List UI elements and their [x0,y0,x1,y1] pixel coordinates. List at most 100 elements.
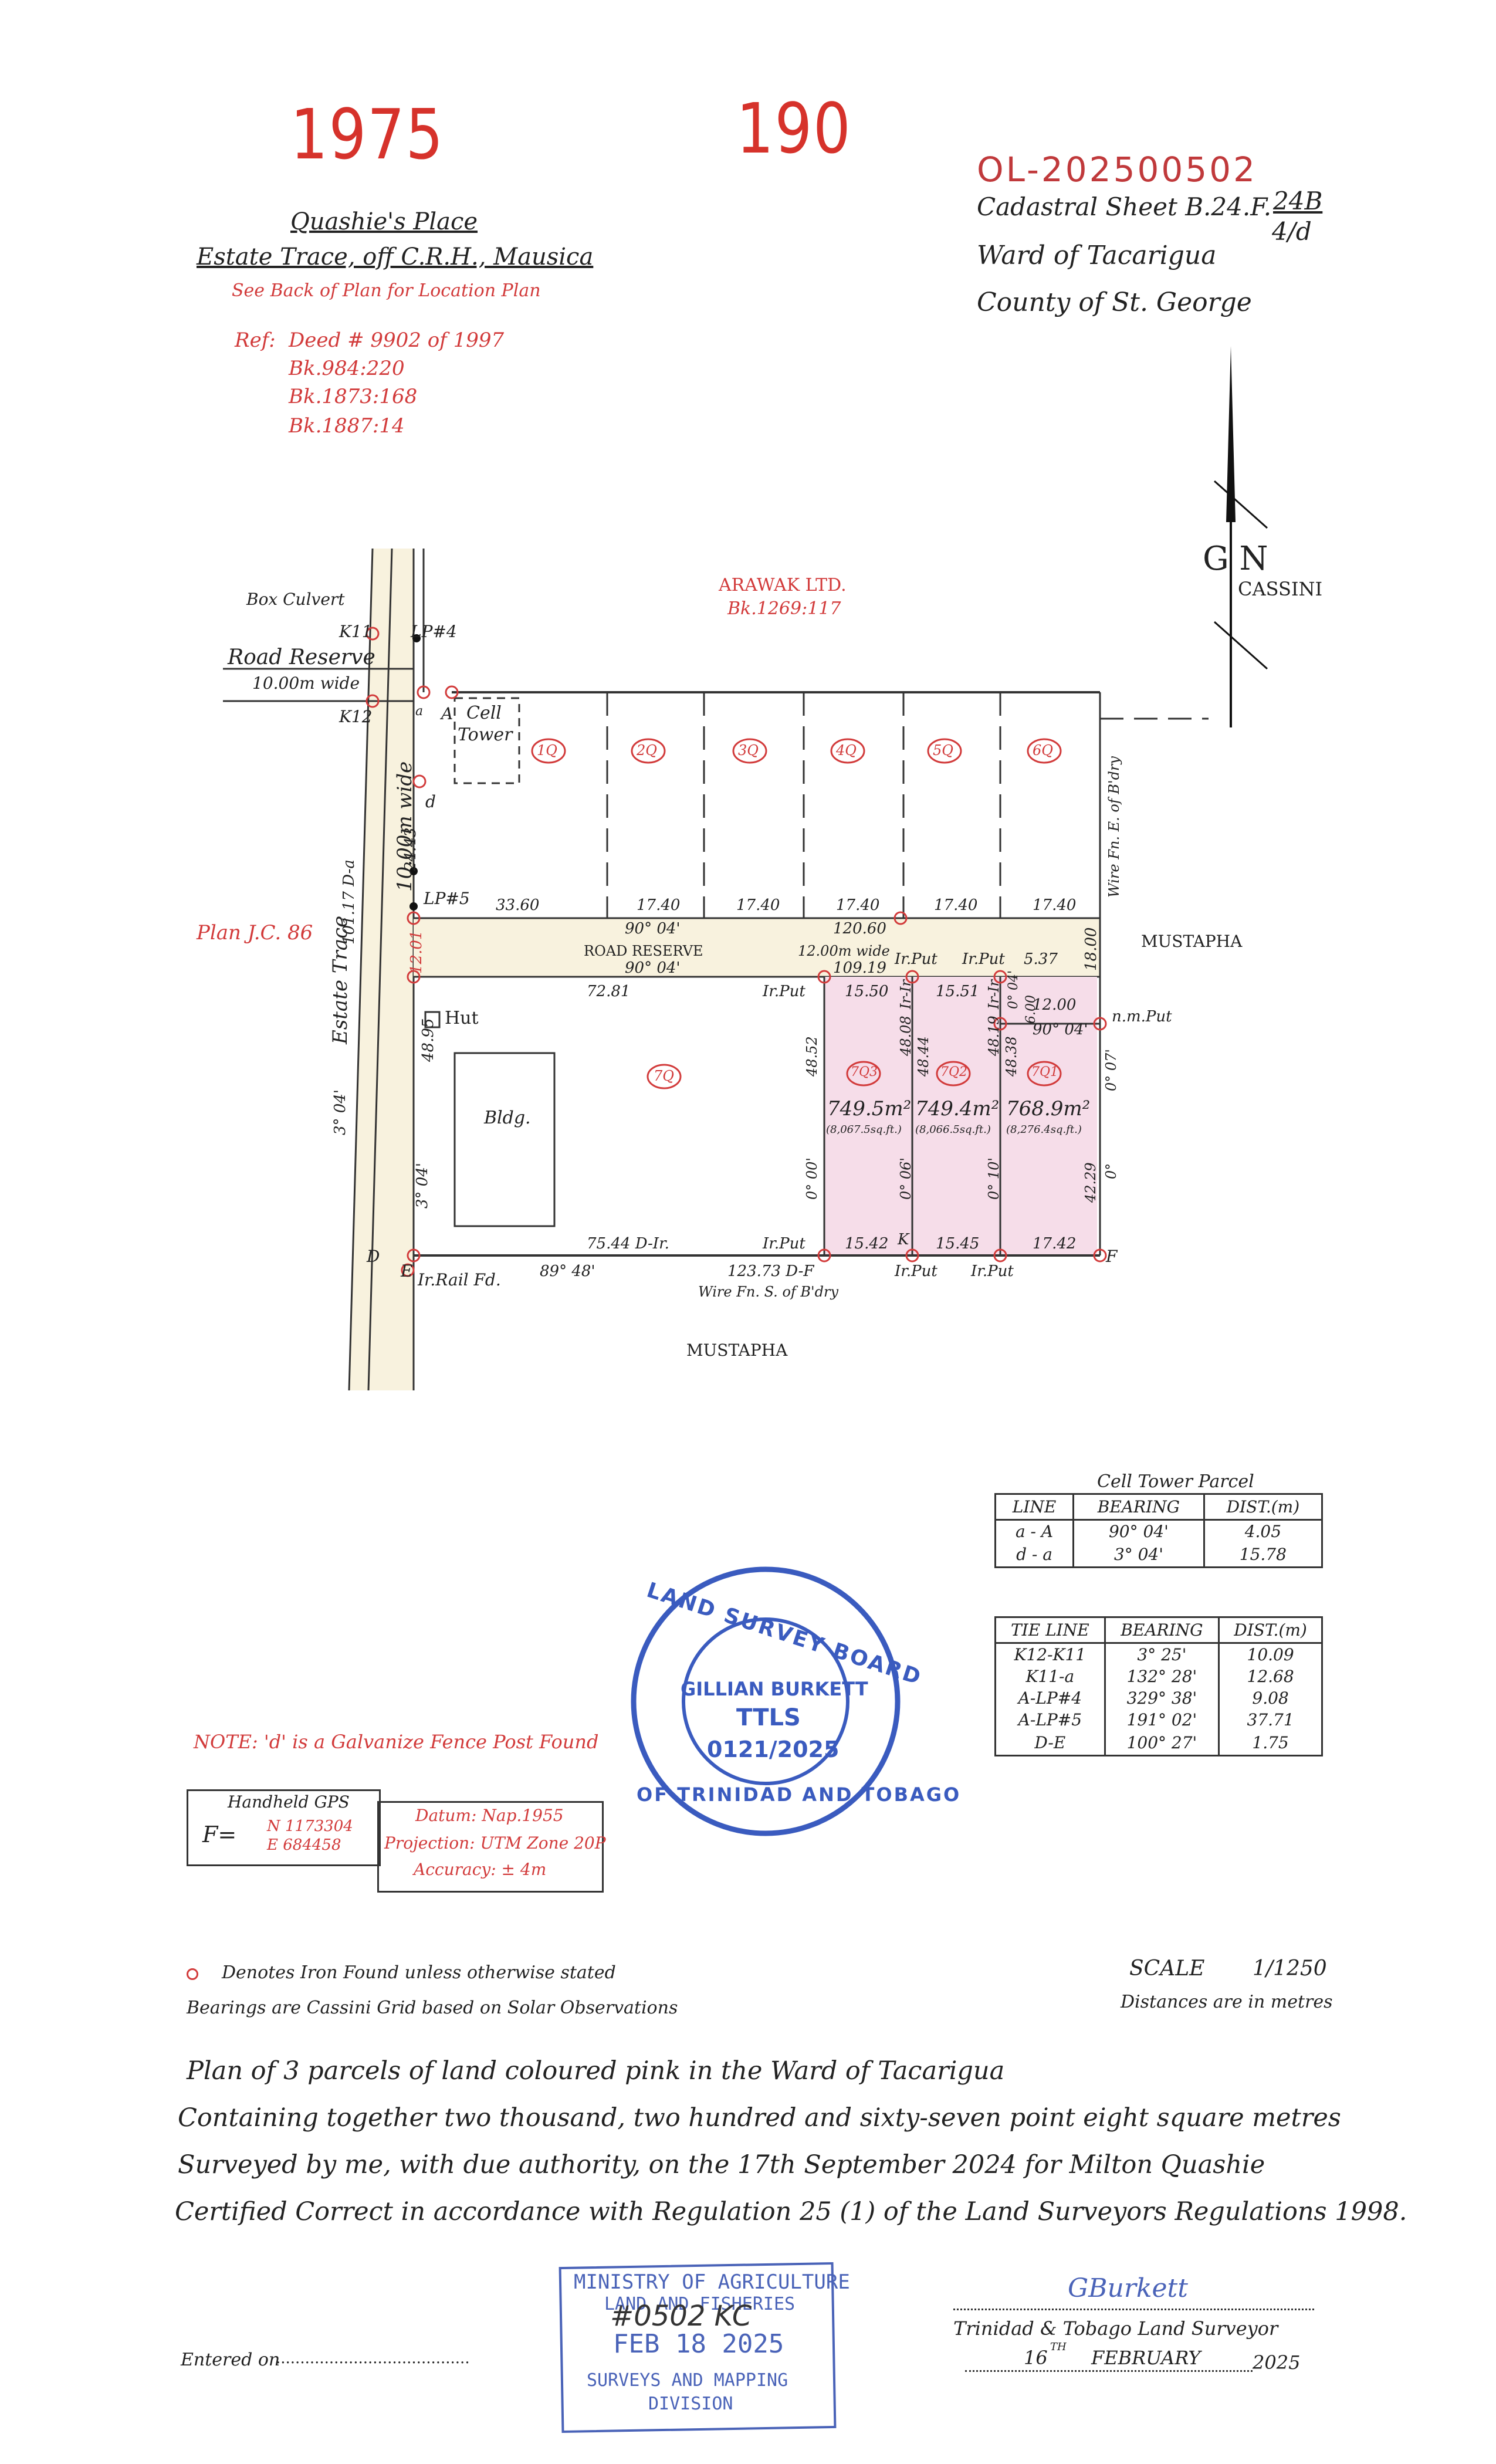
table-cell: D-E [994,1731,1106,1756]
arawak-label: ARAWAK LTD. [719,575,847,595]
nm-put-label: n.m.Put [1112,1008,1172,1025]
lp4-label: LP#4 [411,622,457,641]
cadastral-sheet-sub: 4/d [1272,217,1312,246]
ministry-stamp-line-2: LAND AND FISHERIES [604,2294,796,2314]
stamp-number-190: 190 [736,88,852,169]
cell-tower-table: LINE BEARING DIST.(m) a - A 90° 04' 4.05… [994,1493,1324,1568]
hut-icon [424,1011,441,1028]
plan-jc-86: Plan J.C. 86 [197,921,313,945]
seal-ring-bottom: OF TRINIDAD AND TOBAGO [637,1783,962,1806]
table-cell: 3° 25' [1104,1643,1220,1666]
lp5-label: LP#5 [424,889,470,908]
f-point-label: F [1106,1247,1118,1266]
k12-label: K12 [339,707,373,726]
dist-109-19: 109.19 [833,959,886,977]
fence-post-note: NOTE: 'd' is a Galvanize Fence Post Foun… [194,1731,599,1753]
building-label: Bldg. [484,1108,531,1128]
cadastral-sheet: Cadastral Sheet B.24.F. [977,192,1272,221]
box-culvert-label: Box Culvert [246,590,345,609]
dist-48-95-label: 48.95 [419,1018,437,1062]
gps-easting: E 684458 [267,1836,341,1854]
table-cell: 12.68 [1218,1666,1323,1687]
entered-on-dots: ........................................ [276,2350,470,2367]
dist-top-2: 17.40 [637,896,681,914]
ministry-stamp-line-4: SURVEYS AND MAPPING [587,2370,788,2391]
area-7q3-sqft: (8,067.5sq.ft.) [826,1123,902,1136]
bearing-0-00: 0° 00' [804,1157,820,1200]
lot-7q1: 7Q1 [1031,1065,1059,1079]
table-row: A-LP#4 329° 38' 9.08 [994,1687,1323,1709]
dist-101-label: 101.17 D-a [340,859,358,945]
grid-north-label: G N [1203,540,1268,578]
dist-48-52: 48.52 [804,1036,820,1077]
table-header: DIST.(m) [1218,1616,1323,1644]
datum-box [377,1801,604,1893]
cell-tower-table-title: Cell Tower Parcel [1097,1471,1254,1492]
bearing-0-06: 0° 06' [898,1157,914,1200]
mustapha-right: MUSTAPHA [1141,932,1243,951]
table-row: K12-K11 3° 25' 10.09 [994,1643,1323,1666]
bearing-0-04: 0° 04' [1006,970,1021,1009]
table-cell: 100° 27' [1104,1731,1220,1756]
road-width-label: 10.00m wide [393,761,417,892]
reference-bk-984: Bk.984:220 [289,357,405,380]
building-outline [453,1052,556,1227]
estate-name: Quashie's Place [290,208,478,235]
road-reserve-width: 10.00m wide [252,673,360,693]
signing-day: 16 [1024,2347,1048,2369]
cell-tower-label-2: Tower [458,725,513,745]
bearings-legend: Bearings are Cassini Grid based on Solar… [187,1998,678,2018]
wire-fence-east: Wire Fn. E. of B'dry [1106,756,1122,898]
lot-3q: 3Q [738,742,759,759]
survey-plan-drawing [223,548,1209,1391]
dist-42-29: 42.29 [1082,1162,1099,1203]
lot-ovals [531,738,1062,1089]
cell-tower-label: Cell [466,703,502,723]
land-survey-board-seal [631,1566,901,1836]
signature-line [953,2309,1314,2310]
ministry-stamp-line-5: DIVISION [648,2394,733,2414]
dist-top-4: 17.40 [836,896,880,914]
dist-top-3: 17.40 [736,896,780,914]
entered-on-label: Entered on [181,2350,280,2370]
dist-24-label: 24.43 [402,827,419,871]
bearing-0-07: 0° 07' [1103,1048,1119,1091]
seal-surveyor-name: GILLIAN BURKETT [681,1678,868,1700]
lot-1q: 1Q [537,742,557,759]
table-cell: d - a [994,1542,1075,1568]
table-header: DIST.(m) [1203,1493,1324,1521]
stamp-number-1975: 1975 [290,94,445,175]
dist-top-33: 33.60 [496,896,540,914]
table-header-row: TIE LINE BEARING DIST.(m) [994,1616,1323,1644]
dist-48-44: 48.44 [915,1036,932,1077]
dist-123-73: 123.73 D-F [727,1263,814,1280]
gps-box [187,1789,381,1866]
signing-year: 2025 [1253,2351,1301,2374]
estate-trace-road [349,549,414,1390]
d-point-label: D [367,1247,380,1266]
e-point-label: E [401,1261,413,1281]
dist-5-37: 5.37 [1024,950,1058,968]
dist-12-00: 12.00 [1033,996,1077,1014]
projection-label: Projection: UTM Zone 20P [384,1833,606,1853]
road-reserve-label: Road Reserve [228,645,375,669]
road-reserve-band [414,918,1100,977]
table-header: BEARING [1104,1616,1220,1644]
lot-6q: 6Q [1033,742,1053,759]
ministry-stamp-line-1: MINISTRY OF AGRICULTURE [574,2270,850,2294]
gps-f-label: F= [202,1822,237,1847]
bearing-90-04c: 90° 04' [1033,1021,1088,1038]
lamp-post-icons [409,634,421,911]
table-header: TIE LINE [994,1616,1106,1644]
north-arrow-icon [1214,346,1268,727]
scale-value: 1/1250 [1253,1957,1327,1981]
dist-15-42: 15.42 [845,1235,889,1253]
ir-put-4: Ir.Put [763,1235,805,1253]
hut-label: Hut [445,1008,479,1028]
iron-found-icon [187,1968,198,1980]
estate-location: Estate Trace, off C.R.H., Mausica [197,243,594,270]
area-7q1: 768.9m² [1006,1097,1091,1121]
table-cell: 191° 02' [1104,1709,1220,1731]
file-number: OL-202500502 [977,150,1257,189]
accuracy-label: Accuracy: ± 4m [414,1860,547,1879]
